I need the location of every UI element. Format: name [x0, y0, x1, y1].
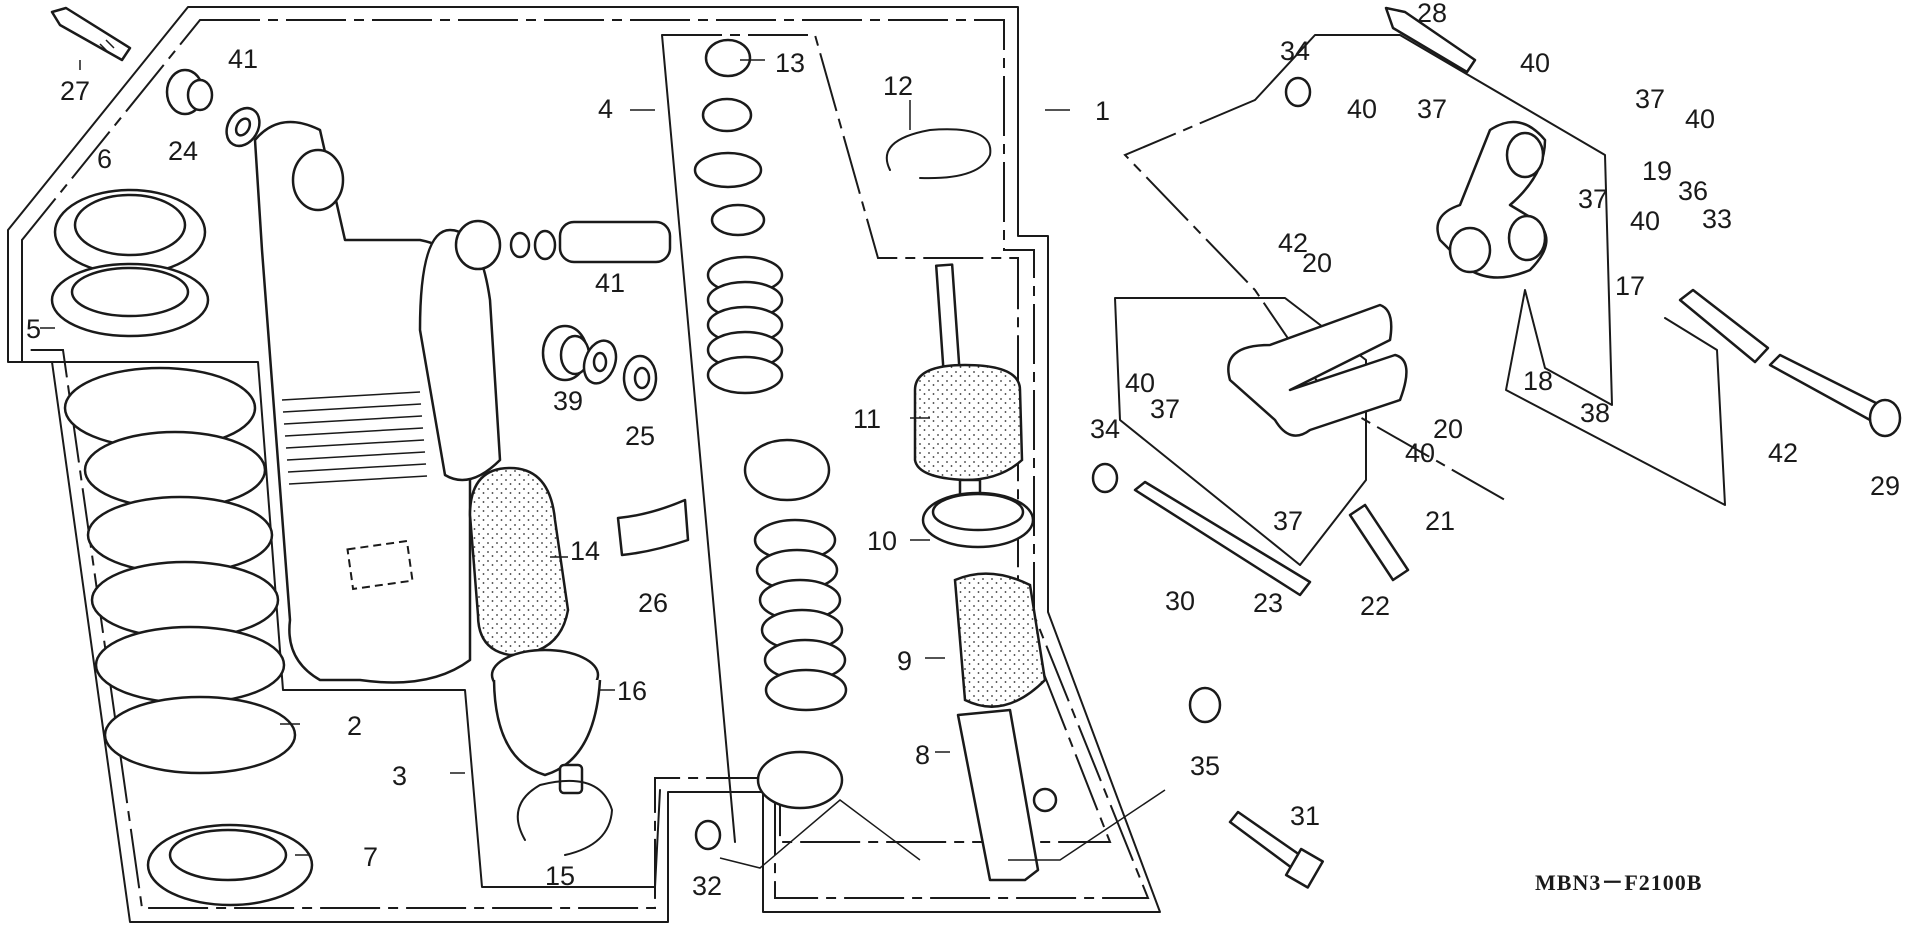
callout-21[interactable]: 21: [1425, 506, 1455, 536]
callout-32[interactable]: 32: [692, 871, 722, 901]
part-bolt-31[interactable]: [1228, 810, 1325, 889]
callout-13[interactable]: 13: [775, 48, 805, 78]
callout-3[interactable]: 3: [392, 761, 407, 791]
part-bladder-14[interactable]: [468, 466, 570, 657]
part-spring-seat-7[interactable]: [146, 823, 314, 907]
callout-18[interactable]: 18: [1523, 366, 1553, 396]
callout-19[interactable]: 19: [1642, 156, 1672, 186]
callout-14[interactable]: 14: [570, 536, 600, 566]
callout-6[interactable]: 6: [97, 144, 112, 174]
callout-39[interactable]: 39: [553, 386, 583, 416]
callout-15[interactable]: 15: [545, 861, 575, 891]
callout-23[interactable]: 23: [1253, 588, 1283, 618]
callout-25[interactable]: 25: [625, 421, 655, 451]
callout-31[interactable]: 31: [1290, 801, 1320, 831]
part-nut-35[interactable]: [1188, 686, 1222, 724]
callout-22[interactable]: 22: [1360, 591, 1390, 621]
part-cap-16[interactable]: [490, 648, 602, 795]
part-damper-rod[interactable]: [913, 263, 1058, 882]
callout-41b[interactable]: 41: [595, 268, 625, 298]
callout-30[interactable]: 30: [1165, 586, 1195, 616]
callout-40f[interactable]: 40: [1405, 438, 1435, 468]
diagram-code: MBN3－F2100B: [1535, 870, 1702, 895]
callout-20b[interactable]: 20: [1433, 414, 1463, 444]
part-collar-24[interactable]: [165, 68, 214, 116]
part-locknut-6[interactable]: [53, 188, 207, 276]
part-valve-stack[interactable]: [509, 220, 672, 264]
callout-labels: 1 2 3 4 5 6 7 8 9 10 11 12 13 14 15 16 1…: [26, 0, 1900, 901]
callout-37d[interactable]: 37: [1150, 394, 1180, 424]
part-bolt-27[interactable]: [50, 6, 132, 62]
callout-40c[interactable]: 40: [1685, 104, 1715, 134]
part-shim-stack-4[interactable]: [693, 38, 848, 810]
shock-threads: [281, 391, 428, 485]
part-nut-32[interactable]: [694, 819, 722, 851]
leader-lines: [40, 59, 1166, 869]
callout-9[interactable]: 9: [897, 646, 912, 676]
callout-26[interactable]: 26: [638, 588, 668, 618]
callout-40e[interactable]: 40: [1125, 368, 1155, 398]
callout-40a[interactable]: 40: [1520, 48, 1550, 78]
callout-10[interactable]: 10: [867, 526, 897, 556]
callout-40d[interactable]: 40: [1630, 206, 1660, 236]
callout-11[interactable]: 11: [853, 404, 881, 434]
part-adjuster-5[interactable]: [50, 262, 210, 338]
part-cushion-arm-23[interactable]: [1227, 303, 1408, 437]
part-pipe-22[interactable]: [1348, 503, 1410, 582]
callout-35[interactable]: 35: [1190, 751, 1220, 781]
callout-37e[interactable]: 37: [1273, 506, 1303, 536]
part-pipe-17[interactable]: [1678, 288, 1770, 364]
callout-37c[interactable]: 37: [1578, 184, 1608, 214]
part-bolt-28[interactable]: [1384, 6, 1477, 74]
callout-38[interactable]: 38: [1580, 398, 1610, 428]
callout-7[interactable]: 7: [363, 842, 378, 872]
callout-41a[interactable]: 41: [228, 44, 258, 74]
callout-27[interactable]: 27: [60, 76, 90, 106]
callout-24[interactable]: 24: [168, 136, 198, 166]
callout-34a[interactable]: 34: [1280, 36, 1310, 66]
callout-4[interactable]: 4: [598, 94, 613, 124]
callout-42a[interactable]: 42: [1278, 228, 1308, 258]
callout-42b[interactable]: 42: [1768, 438, 1798, 468]
callout-37a[interactable]: 37: [1417, 94, 1447, 124]
part-link-plate-21[interactable]: [1436, 120, 1548, 279]
callout-28[interactable]: 28: [1417, 0, 1447, 28]
group-frame-cushion-arm: [1114, 297, 1367, 566]
group-frame-reservoir: [21, 239, 661, 888]
part-nut-34a[interactable]: [1284, 76, 1312, 108]
part-seal-41b[interactable]: [578, 336, 621, 388]
callout-16[interactable]: 16: [617, 676, 647, 706]
part-bearing-39[interactable]: [541, 324, 591, 382]
part-spring-2[interactable]: [63, 366, 297, 775]
part-collar-25[interactable]: [622, 354, 658, 402]
callout-34b[interactable]: 34: [1090, 414, 1120, 444]
part-ring-12[interactable]: [885, 128, 992, 180]
part-nut-34b[interactable]: [1091, 462, 1119, 494]
callout-37b[interactable]: 37: [1635, 84, 1665, 114]
callout-1[interactable]: 1: [1095, 96, 1110, 126]
part-circlip-15[interactable]: [516, 779, 613, 856]
callout-17[interactable]: 17: [1615, 271, 1645, 301]
group-frame-link-arm: [1123, 34, 1726, 506]
callout-33[interactable]: 33: [1702, 204, 1732, 234]
callout-29[interactable]: 29: [1870, 471, 1900, 501]
callout-8[interactable]: 8: [915, 740, 930, 770]
part-bolt-29[interactable]: [1768, 353, 1902, 438]
part-shock-body[interactable]: [253, 120, 502, 684]
callout-2[interactable]: 2: [347, 711, 362, 741]
callout-36[interactable]: 36: [1678, 176, 1708, 206]
callout-5[interactable]: 5: [26, 314, 41, 344]
part-seal-41[interactable]: [220, 102, 266, 152]
part-bolt-30[interactable]: [1133, 480, 1312, 597]
callout-12[interactable]: 12: [883, 71, 913, 101]
callout-40b[interactable]: 40: [1347, 94, 1377, 124]
callout-20a[interactable]: 20: [1302, 248, 1332, 278]
part-label-26[interactable]: [616, 498, 690, 557]
